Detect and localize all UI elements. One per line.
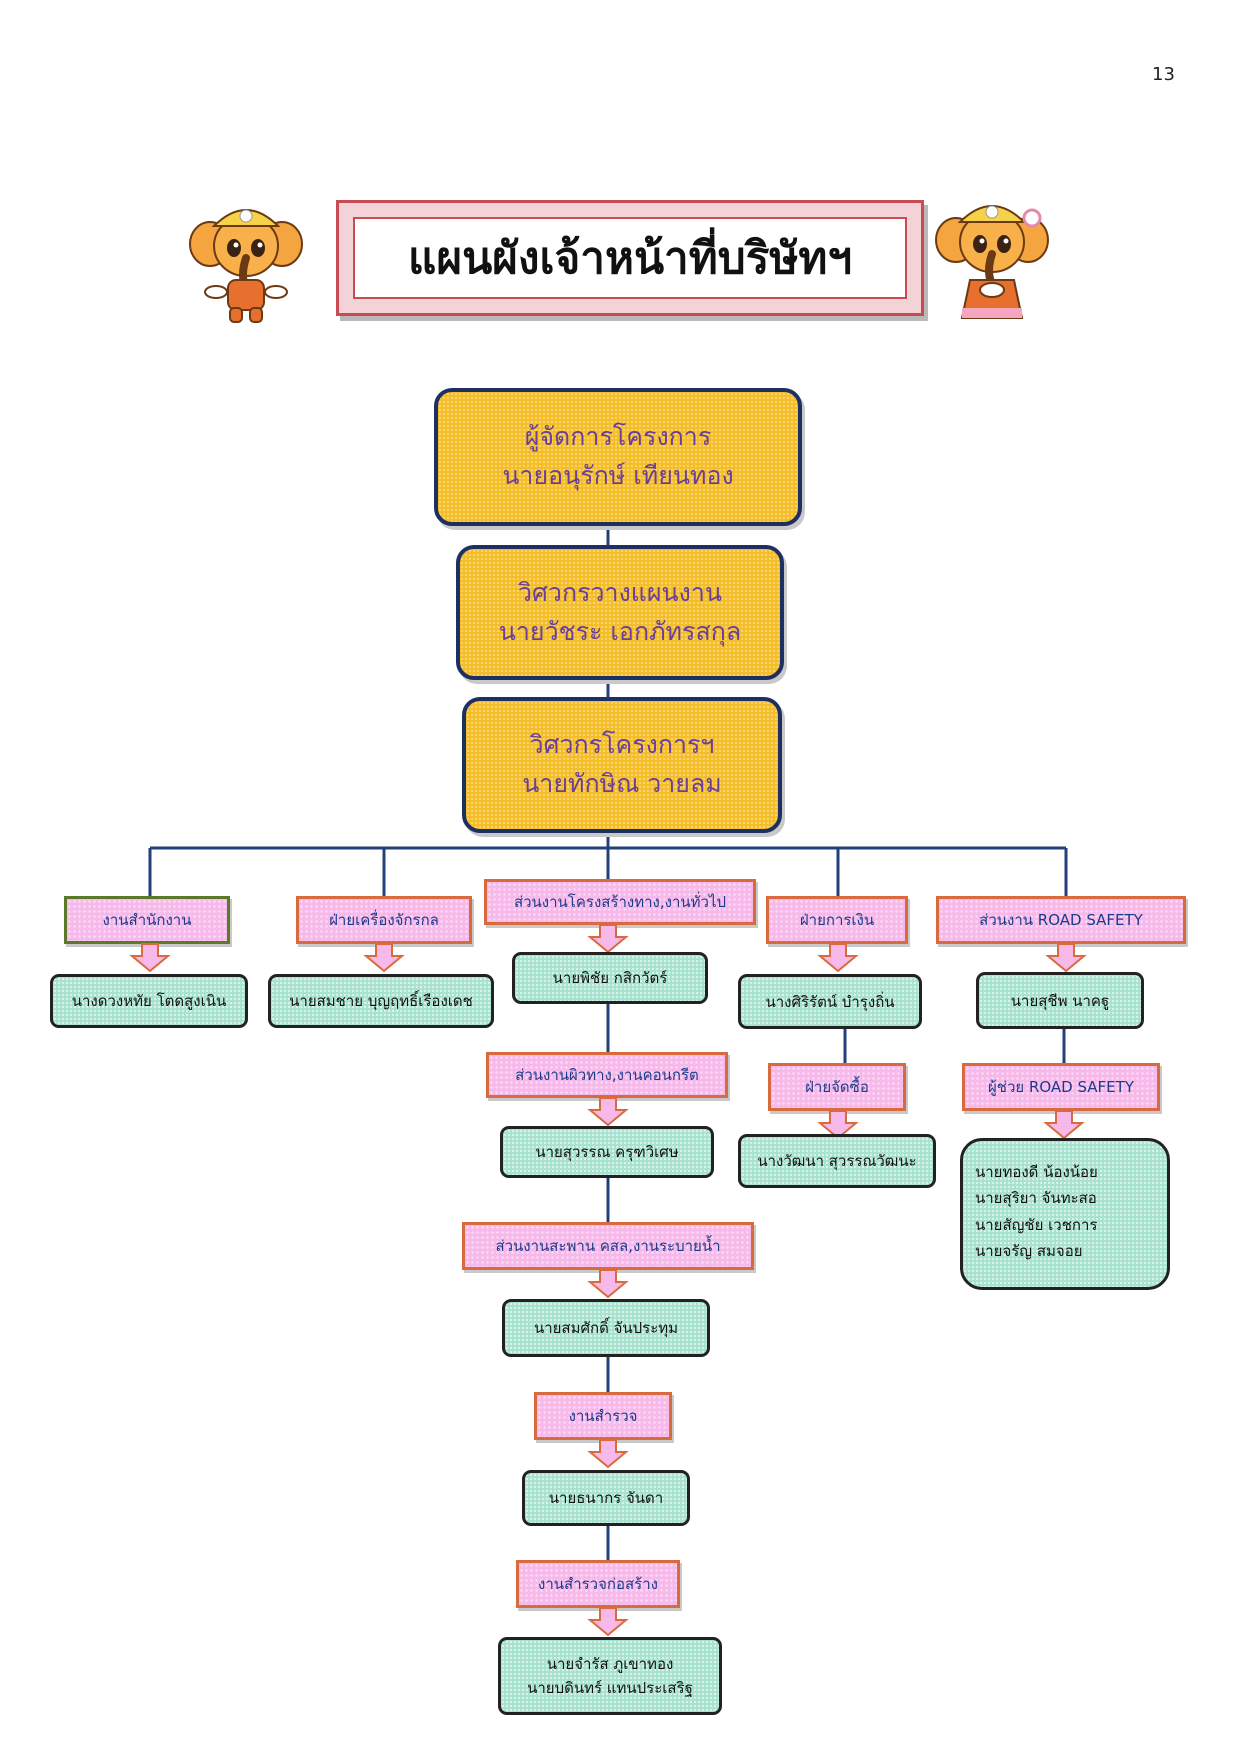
- person-road-safety-assistant-2: นายสุริยา จันทะสอ: [975, 1189, 1097, 1208]
- arrow-down-icon: [363, 943, 405, 973]
- dept-office-label: งานสำนักงาน: [102, 911, 192, 929]
- dept-procurement: ฝ่ายจัดซื้อ: [768, 1063, 906, 1111]
- person-finance: นางศิริรัตน์ บำรุงถิ่น: [738, 974, 922, 1029]
- person-road-safety-assistant-3: นายสัญชัย เวชการ: [975, 1215, 1098, 1234]
- arrow-down-icon: [817, 943, 859, 973]
- person-machinery: นายสมชาย บุญฤทธิ์เรืองเดช: [268, 974, 494, 1028]
- person-structure: นายพิชัย กสิกวัตร์: [512, 952, 708, 1004]
- arrow-down-icon: [129, 943, 171, 973]
- arrow-down-icon: [587, 924, 629, 954]
- project-engineer-box: วิศวกรโครงการฯ นายทักษิณ วายลม: [462, 697, 782, 833]
- dept-machinery-label: ฝ่ายเครื่องจักรกล: [329, 911, 439, 929]
- person-construction-survey: นายจำรัส ภูเขาทอง นายบดินทร์ แทนประเสริฐ: [498, 1637, 722, 1715]
- person-road-safety-assistant-1: นายทองดี น้องน้อย: [975, 1163, 1098, 1181]
- dept-bridge-label: ส่วนงานสะพาน คสล,งานระบายน้ำ: [495, 1237, 721, 1255]
- title-banner-inner: แผนผังเจ้าหน้าที่บริษัทฯ: [353, 217, 907, 299]
- person-road-safety: นายสุชีพ นาคฐู: [976, 972, 1144, 1029]
- page-title: แผนผังเจ้าหน้าที่บริษัทฯ: [407, 233, 853, 284]
- dept-finance: ฝ่ายการเงิน: [766, 896, 908, 944]
- person-bridge-name: นายสมศักดิ์ จันประทุม: [533, 1319, 679, 1337]
- person-pavement: นายสุวรรณ ครุฑวิเศษ: [500, 1126, 714, 1178]
- dept-construction-survey-label: งานสำรวจก่อสร้าง: [538, 1575, 658, 1593]
- dept-machinery: ฝ่ายเครื่องจักรกล: [296, 896, 472, 944]
- project-engineer-role: วิศวกรโครงการฯ: [529, 730, 715, 760]
- arrow-down-icon: [817, 1110, 859, 1140]
- dept-bridge: ส่วนงานสะพาน คสล,งานระบายน้ำ: [462, 1222, 754, 1270]
- arrow-down-icon: [587, 1439, 629, 1469]
- person-structure-name: นายพิชัย กสิกวัตร์: [552, 969, 668, 987]
- person-procurement: นางวัฒนา สุวรรณวัฒนะ: [738, 1134, 936, 1188]
- page-number: 13: [1152, 64, 1175, 85]
- project-engineer-name: นายทักษิณ วายลม: [522, 769, 722, 798]
- dept-survey: งานสำรวจ: [534, 1392, 672, 1440]
- person-finance-name: นางศิริรัตน์ บำรุงถิ่น: [765, 992, 895, 1011]
- dept-road-safety-label: ส่วนงาน ROAD SAFETY: [979, 911, 1143, 929]
- arrow-down-icon: [1045, 943, 1087, 973]
- person-survey-name: นายธนากร จันดา: [548, 1489, 664, 1507]
- dept-structure: ส่วนงานโครงสร้างทาง,งานทั่วไป: [484, 879, 756, 925]
- arrow-down-icon: [587, 1607, 629, 1637]
- planning-engineer-box: วิศวกรวางแผนงาน นายวัชระ เอกภัทรสกุล: [456, 545, 784, 680]
- planning-engineer-role: วิศวกรวางแผนงาน: [518, 577, 722, 607]
- title-banner: แผนผังเจ้าหน้าที่บริษัทฯ: [336, 200, 924, 316]
- person-machinery-name: นายสมชาย บุญฤทธิ์เรืองเดช: [289, 992, 473, 1010]
- person-road-safety-assistant-4: นายจรัญ สมจอย: [975, 1241, 1083, 1260]
- dept-road-safety: ส่วนงาน ROAD SAFETY: [936, 896, 1186, 944]
- person-survey: นายธนากร จันดา: [522, 1470, 690, 1526]
- person-construction-survey-name-2: นายบดินทร์ แทนประเสริฐ: [527, 1679, 693, 1697]
- elephant-mascot-girl-icon: [935, 205, 1049, 319]
- person-procurement-name: นางวัฒนา สุวรรณวัฒนะ: [757, 1152, 917, 1170]
- dept-structure-label: ส่วนงานโครงสร้างทาง,งานทั่วไป: [513, 893, 727, 911]
- dept-survey-label: งานสำรวจ: [568, 1407, 638, 1425]
- dept-procurement-label: ฝ่ายจัดซื้อ: [805, 1078, 869, 1096]
- person-bridge: นายสมศักดิ์ จันประทุม: [502, 1299, 710, 1357]
- elephant-mascot-boy-icon: [189, 209, 303, 323]
- arrow-down-icon: [1043, 1110, 1085, 1140]
- dept-road-safety-assistant-label: ผู้ช่วย ROAD SAFETY: [988, 1078, 1134, 1096]
- dept-construction-survey: งานสำรวจก่อสร้าง: [516, 1560, 680, 1608]
- person-office: นางดวงหทัย โตดสูงเนิน: [50, 974, 248, 1028]
- person-pavement-name: นายสุวรรณ ครุฑวิเศษ: [535, 1143, 679, 1161]
- person-road-safety-assistants: นายทองดี น้องน้อย นายสุริยา จันทะสอ นายส…: [960, 1138, 1170, 1290]
- project-manager-role: ผู้จัดการโครงการ: [524, 422, 712, 452]
- dept-pavement: ส่วนงานผิวทาง,งานคอนกรีต: [486, 1052, 728, 1098]
- arrow-down-icon: [587, 1097, 629, 1127]
- dept-pavement-label: ส่วนงานผิวทาง,งานคอนกรีต: [515, 1066, 699, 1084]
- dept-office: งานสำนักงาน: [64, 896, 230, 944]
- project-manager-box: ผู้จัดการโครงการ นายอนุรักษ์ เทียนทอง: [434, 388, 802, 526]
- arrow-down-icon: [587, 1269, 629, 1299]
- person-office-name: นางดวงหทัย โตดสูงเนิน: [71, 992, 227, 1010]
- dept-finance-label: ฝ่ายการเงิน: [799, 911, 875, 929]
- person-road-safety-name: นายสุชีพ นาคฐู: [1010, 991, 1110, 1010]
- planning-engineer-name: นายวัชระ เอกภัทรสกุล: [498, 616, 742, 646]
- dept-road-safety-assistant: ผู้ช่วย ROAD SAFETY: [962, 1063, 1160, 1111]
- project-manager-name: นายอนุรักษ์ เทียนทอง: [502, 461, 734, 490]
- person-construction-survey-name-1: นายจำรัส ภูเขาทอง: [546, 1655, 674, 1673]
